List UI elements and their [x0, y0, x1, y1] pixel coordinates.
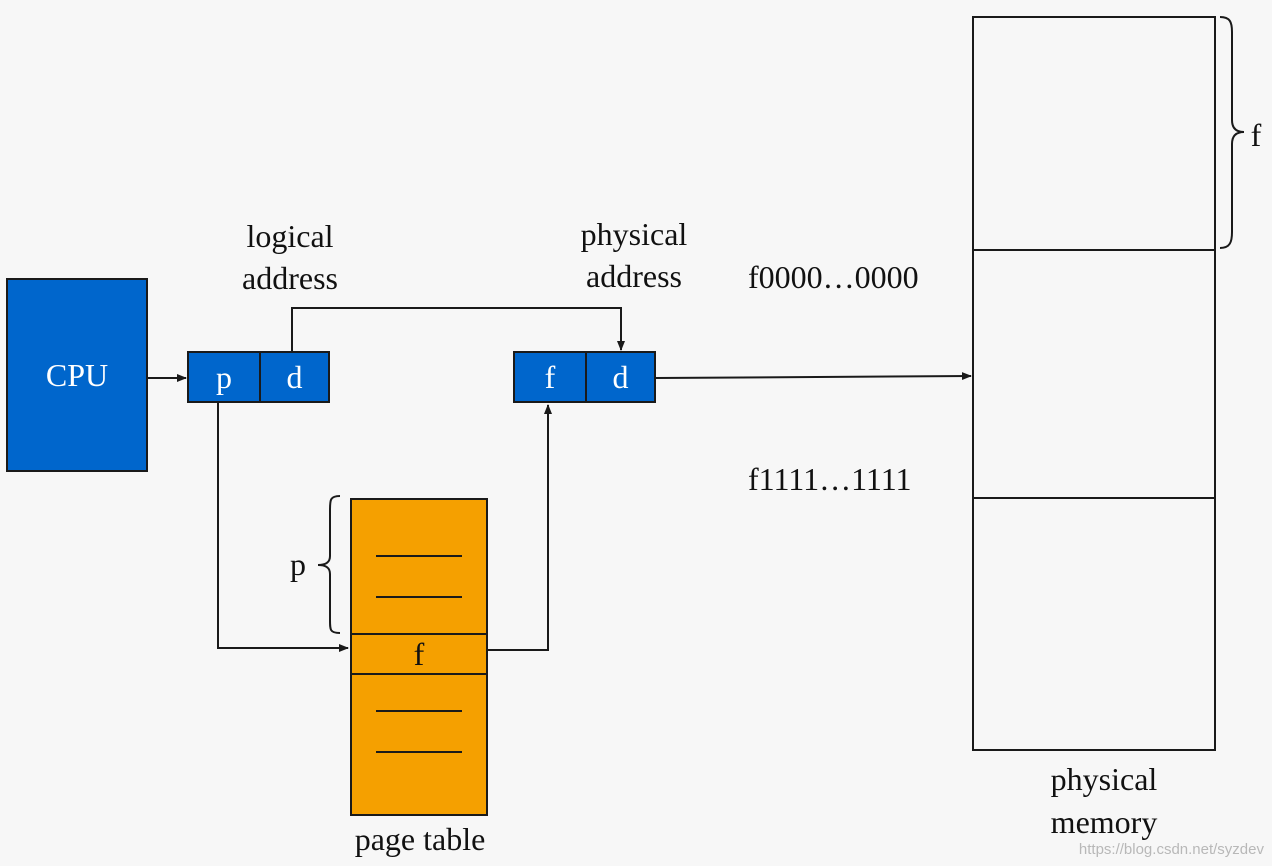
- page-table-selected-entry: f: [352, 633, 486, 675]
- logical-page-field: p: [189, 353, 261, 401]
- frame-lookup-arrow: [488, 404, 552, 651]
- page-table-entry-f-label: f: [413, 635, 425, 672]
- physical-offset-field: d: [612, 358, 629, 395]
- page-table-entry-line: [376, 555, 462, 557]
- logical-offset-field: d: [286, 358, 303, 395]
- page-table-entry-line: [376, 710, 462, 712]
- page-index-arrow: [217, 402, 349, 652]
- page-table-entry-line: [376, 751, 462, 753]
- physical-to-memory-arrow: [655, 372, 972, 381]
- offset-copy-arrow: [291, 307, 625, 352]
- frame-size-label: f: [1250, 117, 1262, 153]
- page-table-index-label: p: [290, 546, 306, 582]
- frame-end-address: f1111…1111: [748, 461, 912, 497]
- physical-address-register: f d: [513, 351, 656, 403]
- frame-start-address: f0000…0000: [748, 259, 919, 295]
- logical-address-register: p d: [187, 351, 330, 403]
- page-table: f: [350, 498, 488, 816]
- physical-memory-caption-line1: physical: [1050, 761, 1158, 797]
- logical-address-title-line2: address: [242, 260, 338, 296]
- physical-memory: [972, 16, 1216, 751]
- physical-frame-field: f: [515, 353, 587, 401]
- watermark: https://blog.csdn.net/syzdev: [1078, 841, 1264, 858]
- frame-boundary-bottom: [974, 497, 1214, 499]
- physical-address-title-line2: address: [586, 258, 682, 294]
- cpu-label: CPU: [45, 356, 109, 393]
- page-table-caption: page table: [354, 821, 486, 857]
- physical-address-title-line1: physical: [580, 216, 688, 252]
- frame-size-brace: [1219, 16, 1245, 249]
- physical-memory-caption-line2: memory: [1050, 804, 1158, 840]
- page-table-entry-line: [376, 596, 462, 598]
- logical-address-title-line1: logical: [246, 218, 334, 254]
- page-table-p-brace: [317, 495, 341, 634]
- frame-boundary-top: [974, 249, 1214, 251]
- cpu-box: CPU: [6, 278, 148, 472]
